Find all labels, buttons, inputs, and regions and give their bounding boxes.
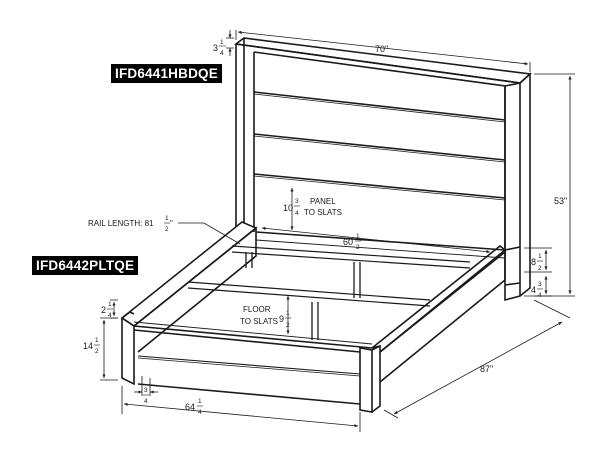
svg-text:9: 9 — [279, 314, 284, 324]
svg-text:1: 1 — [165, 215, 169, 222]
svg-text:3: 3 — [538, 281, 542, 288]
top-cap-thickness-label: 3 1 4 — [213, 39, 226, 57]
footboard-top-offset-label: 2 1 4 — [101, 301, 113, 319]
svg-text:": " — [361, 238, 364, 247]
svg-text:4: 4 — [295, 210, 299, 217]
svg-text:1: 1 — [286, 310, 290, 317]
svg-text:64: 64 — [185, 402, 195, 412]
total-height-label: 53" — [554, 196, 567, 206]
headboard-width-label: 70" — [375, 44, 388, 54]
platform-model-tag: IFD6442PLTQE — [32, 256, 139, 275]
svg-text:1: 1 — [108, 301, 112, 308]
footboard-height-label: 14 1 2 — [83, 337, 100, 355]
svg-text:3: 3 — [144, 387, 148, 394]
svg-text:1: 1 — [95, 337, 99, 344]
foot-clearance-label: 3 4 — [143, 387, 149, 405]
rail-length-label: RAIL LENGTH: 81 1 2 " — [88, 215, 173, 233]
svg-text:2: 2 — [165, 226, 169, 233]
svg-text:RAIL LENGTH: 81: RAIL LENGTH: 81 — [88, 219, 154, 228]
svg-text:3: 3 — [213, 43, 218, 53]
svg-text:4: 4 — [220, 50, 224, 57]
svg-text:1: 1 — [220, 39, 224, 46]
panel-to-slats-label-1: PANEL — [310, 197, 336, 206]
svg-text:2: 2 — [356, 244, 360, 251]
total-length-label: 87" — [480, 364, 493, 374]
svg-text:": " — [170, 219, 173, 228]
svg-text:1: 1 — [356, 233, 360, 240]
svg-text:8: 8 — [531, 257, 536, 267]
footboard-width-label: 64 1 4 — [185, 398, 203, 416]
floor-to-slats-label-2: TO SLATS — [240, 317, 278, 326]
bed-frame — [120, 221, 507, 413]
svg-text:4: 4 — [144, 398, 148, 405]
svg-text:2: 2 — [538, 265, 542, 272]
svg-text:2: 2 — [286, 322, 290, 329]
svg-text:2: 2 — [95, 348, 99, 355]
svg-text:4: 4 — [538, 292, 542, 299]
svg-text:4: 4 — [198, 409, 202, 416]
svg-text:3: 3 — [295, 198, 299, 205]
dimension-lines — [100, 30, 575, 432]
rail-height-label: 8 1 2 — [531, 253, 543, 272]
panel-to-slats-value: 10 3 4 — [283, 198, 300, 217]
svg-text:60: 60 — [343, 237, 353, 247]
dimension-labels: 3 1 4 70" 53" 10 3 4 PANEL TO SLATS RAIL… — [83, 39, 567, 416]
svg-text:2: 2 — [101, 305, 106, 315]
svg-text:4: 4 — [108, 312, 112, 319]
floor-to-slats-value: 9 1 2 — [279, 310, 291, 329]
panel-to-slats-label-2: TO SLATS — [304, 208, 342, 217]
svg-text:4: 4 — [531, 285, 536, 295]
svg-text:10: 10 — [283, 203, 293, 213]
inner-width-label: 60 1 2 " — [343, 233, 364, 251]
headboard-model-tag: IFD6441HBDQE — [111, 64, 222, 83]
svg-text:14: 14 — [83, 341, 93, 351]
floor-to-slats-label-1: FLOOR — [243, 305, 271, 314]
headboard — [233, 37, 532, 302]
svg-text:1: 1 — [198, 398, 202, 405]
svg-text:1: 1 — [538, 253, 542, 260]
leg-height-label: 4 3 4 — [531, 281, 543, 299]
